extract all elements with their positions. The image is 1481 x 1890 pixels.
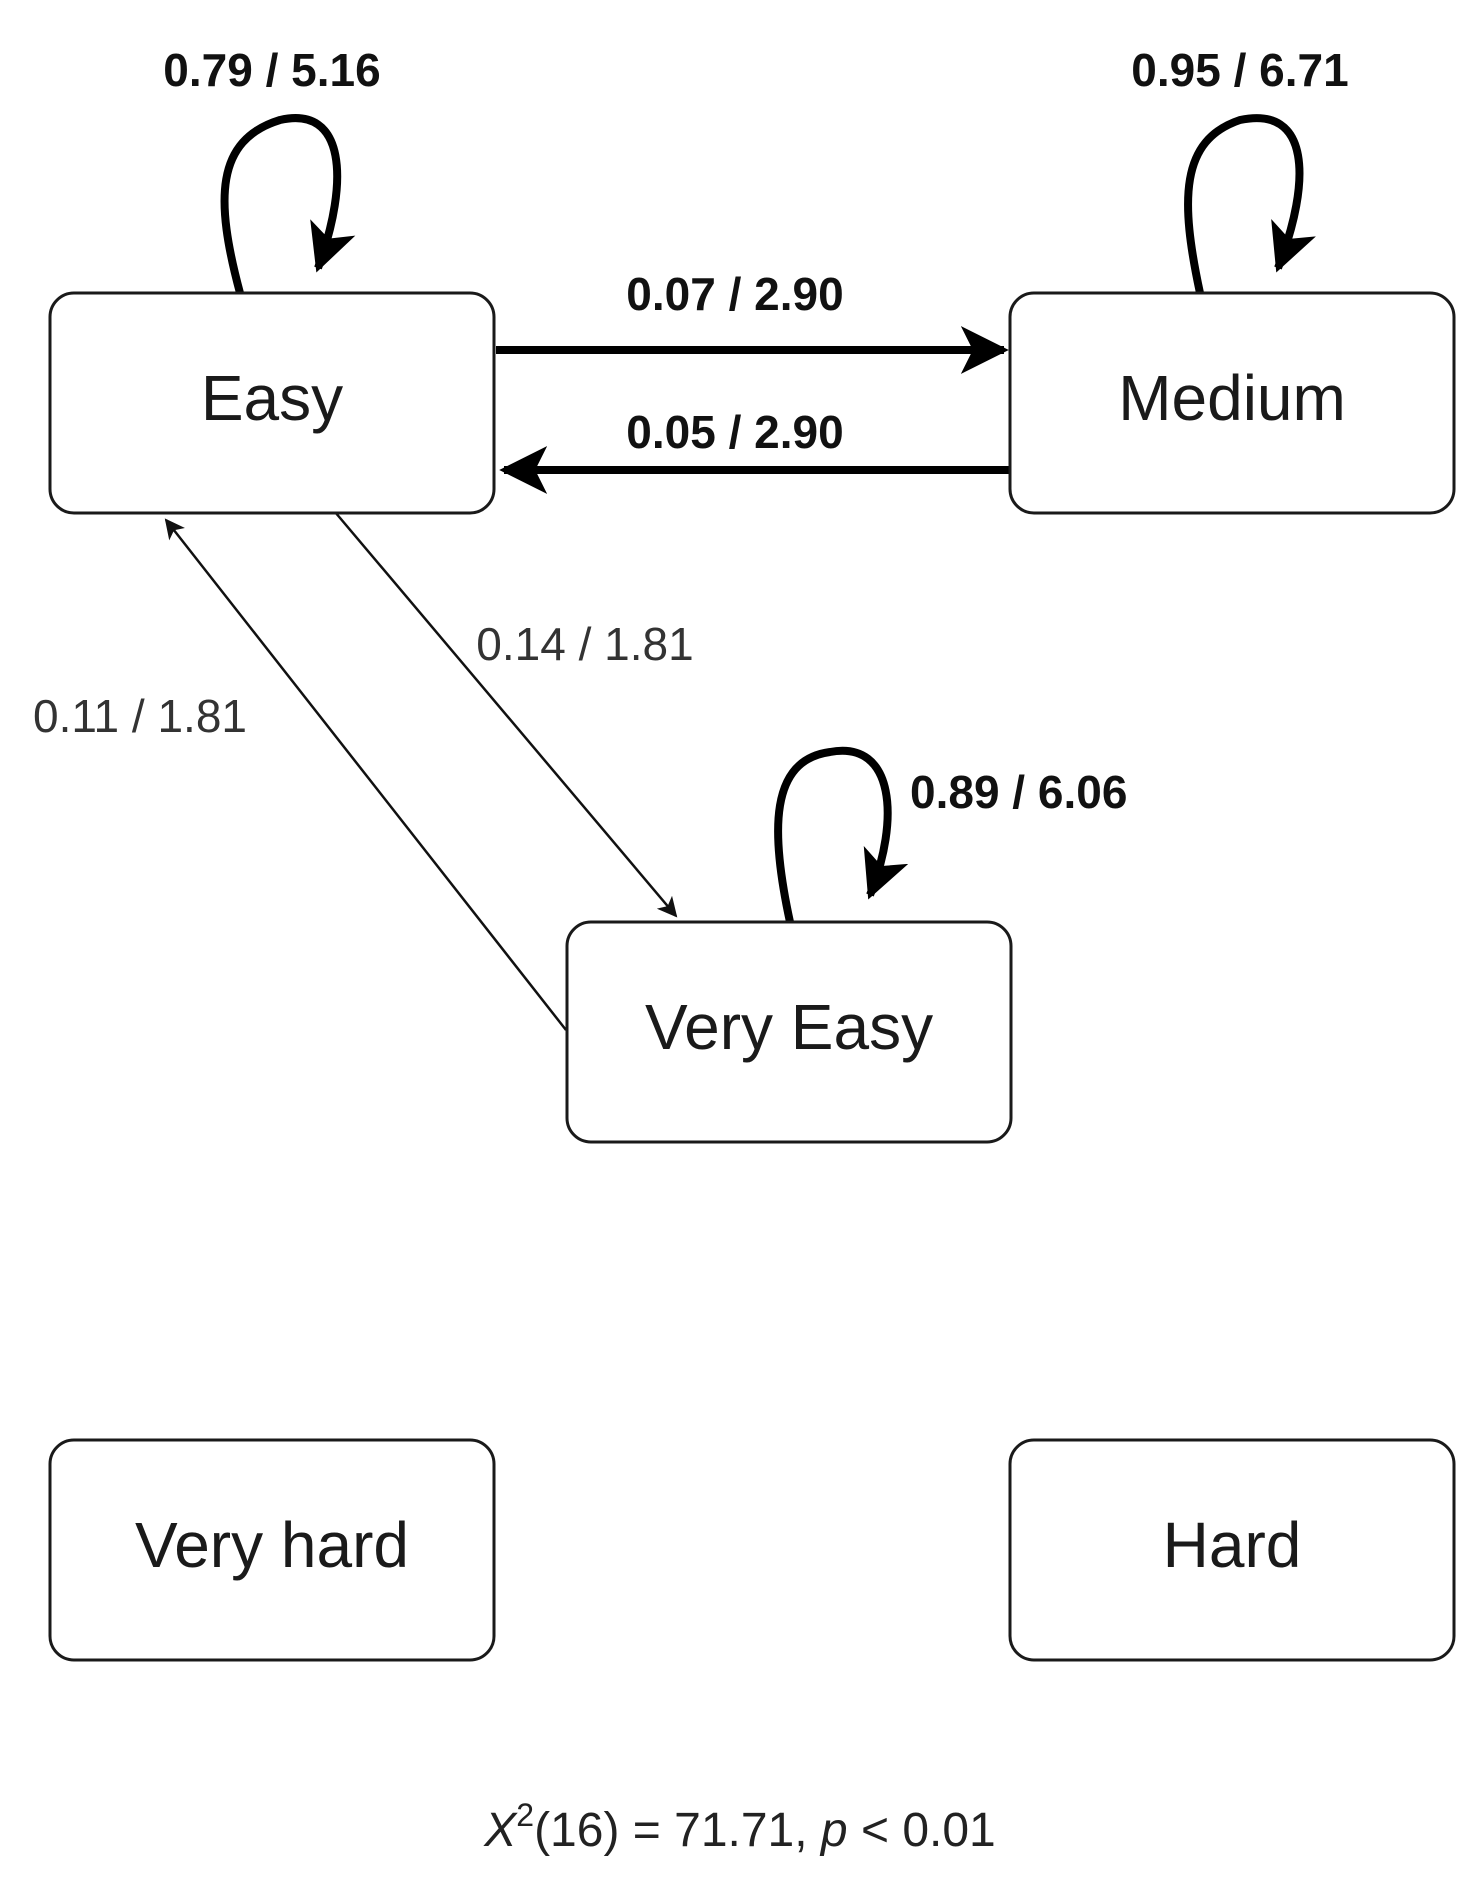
node-medium: Medium [1008,291,1456,515]
p-value: < 0.01 [848,1804,996,1857]
edge-easy-to-very-easy [334,511,678,918]
medium-to-easy-label: 0.05 / 2.90 [626,406,843,458]
chi-symbol: X [483,1804,518,1857]
p-symbol: p [819,1804,848,1857]
node-hard: Hard [1008,1438,1456,1662]
node-very-hard-label: Very hard [135,1509,409,1581]
very-easy-self-loop-label: 0.89 / 6.06 [910,766,1127,818]
node-hard-label: Hard [1163,1509,1302,1581]
node-easy: Easy [48,291,496,515]
edge-very-easy-to-easy [164,518,567,1031]
node-very-easy-label: Very Easy [645,991,933,1063]
node-very-easy: Very Easy [565,920,1013,1144]
easy-self-loop [220,114,356,295]
node-easy-label: Easy [201,362,343,434]
medium-self-loop [1184,114,1316,294]
easy-to-very-easy-label: 0.14 / 1.81 [476,618,693,670]
easy-self-loop-label: 0.79 / 5.16 [163,44,380,96]
very-easy-self-loop [774,746,909,923]
very-easy-to-easy-label: 0.11 / 1.81 [33,690,247,742]
chi-stat: (16) = 71.71, [534,1804,821,1857]
chi-square-caption: X2(16) = 71.71, p < 0.01 [483,1797,996,1857]
node-medium-label: Medium [1118,362,1346,434]
medium-self-loop-label: 0.95 / 6.71 [1131,44,1348,96]
node-very-hard: Very hard [48,1438,496,1662]
chi-exponent: 2 [516,1797,534,1833]
easy-to-medium-label: 0.07 / 2.90 [626,268,843,320]
